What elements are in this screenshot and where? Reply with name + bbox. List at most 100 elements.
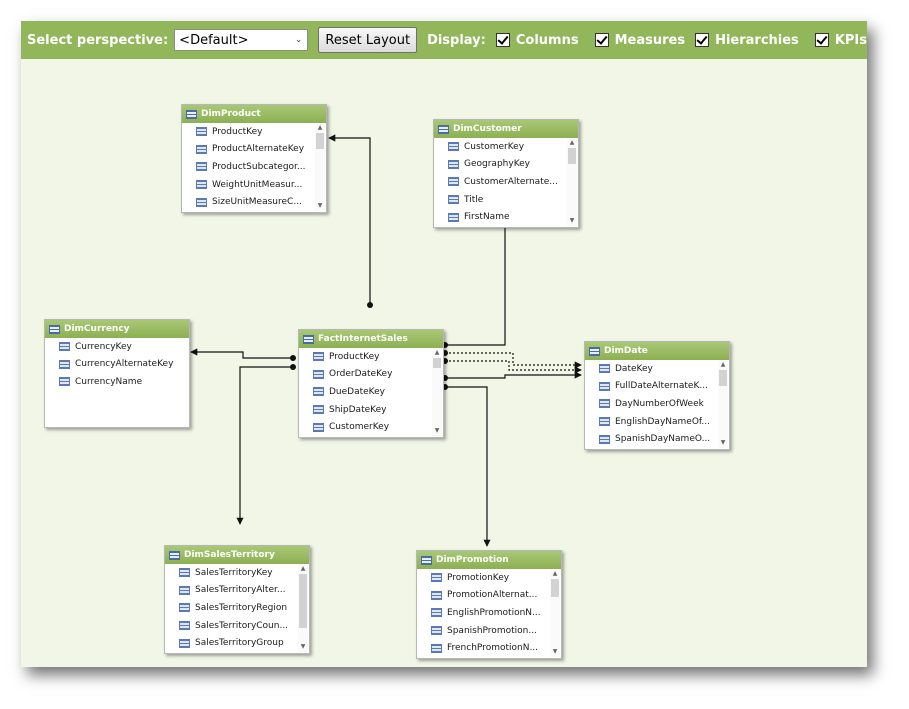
checkbox-label: Measures	[614, 32, 686, 48]
column-item[interactable]: SalesTerritoryGroup	[165, 634, 297, 652]
column-item[interactable]: ProductKey	[182, 123, 314, 141]
table-dimdate[interactable]: DimDate DateKey FullDateAlternateK... Da…	[584, 341, 730, 450]
table-header[interactable]: DimPromotion	[417, 551, 561, 569]
column-item[interactable]: FullDateAlternateK...	[585, 378, 717, 396]
table-dimcurrency[interactable]: DimCurrency CurrencyKey CurrencyAlternat…	[44, 319, 190, 428]
relationship-line[interactable]	[445, 386, 491, 547]
column-item[interactable]: DueDateKey	[299, 383, 431, 401]
column-item[interactable]: ProductAlternateKey	[182, 141, 314, 159]
table-header[interactable]: FactInternetSales	[299, 330, 443, 348]
column-item[interactable]: WeightUnitMeasur...	[182, 176, 314, 194]
column-item[interactable]: CustomerKey	[299, 418, 431, 436]
scroll-up-icon[interactable]: ▲	[552, 570, 558, 577]
table-header[interactable]: DimCustomer	[434, 120, 578, 138]
scroll-up-icon[interactable]: ▲	[569, 139, 575, 146]
scrollbar[interactable]: ▲▼	[718, 360, 728, 448]
table-dimpromotion[interactable]: DimPromotion PromotionKey PromotionAlter…	[416, 550, 562, 659]
scroll-up-icon[interactable]: ▲	[434, 349, 440, 356]
column-item[interactable]: FrenchPromotionN...	[417, 639, 549, 657]
column-icon	[599, 417, 610, 427]
column-item[interactable]: SalesTerritoryKey	[165, 564, 297, 582]
column-item[interactable]: CustomerKey	[434, 138, 566, 156]
relationship-line[interactable]	[190, 348, 293, 359]
table-icon	[438, 124, 449, 134]
table-factinternetsales[interactable]: FactInternetSales ProductKey OrderDateKe…	[298, 329, 444, 438]
scrollbar[interactable]: ▲▼	[432, 348, 442, 436]
scroll-down-icon[interactable]: ▼	[300, 643, 306, 650]
relationship-line[interactable]	[445, 203, 509, 346]
measures-checkbox[interactable]: Measures	[594, 32, 686, 48]
columns-checkbox[interactable]: Columns	[495, 33, 579, 48]
table-header[interactable]: DimSalesTerritory	[165, 546, 309, 564]
scroll-up-icon[interactable]: ▲	[720, 361, 726, 368]
relationship-line[interactable]	[236, 366, 293, 525]
column-item[interactable]: SizeUnitMeasureC...	[182, 193, 314, 211]
scroll-down-icon[interactable]: ▼	[552, 648, 558, 655]
scrollbar[interactable]: ▲▼	[567, 138, 577, 226]
scrollbar[interactable]: ▲▼	[315, 123, 325, 211]
relationship-line-inactive[interactable]	[445, 360, 582, 374]
column-item[interactable]: SalesTerritoryCoun...	[165, 617, 297, 635]
scroll-down-icon[interactable]: ▼	[569, 217, 575, 224]
column-icon	[179, 585, 190, 595]
scroll-thumb[interactable]	[719, 370, 727, 386]
column-item[interactable]: EnglishPromotionN...	[417, 604, 549, 622]
column-item[interactable]: PromotionKey	[417, 569, 549, 587]
scrollbar[interactable]: ▲▼	[550, 569, 560, 657]
column-icon	[179, 568, 190, 578]
column-name: FirstName	[464, 212, 510, 223]
relationship-endpoint	[367, 302, 373, 308]
scroll-down-icon[interactable]: ▼	[434, 427, 440, 434]
scroll-up-icon[interactable]: ▲	[300, 565, 306, 572]
column-icon	[431, 590, 442, 600]
column-item[interactable]: PromotionAlternat...	[417, 587, 549, 605]
hierarchies-checkbox[interactable]: Hierarchies	[695, 33, 799, 48]
column-item[interactable]: EnglishDayNameOf...	[585, 413, 717, 431]
table-dimsalesterritory[interactable]: DimSalesTerritory SalesTerritoryKey Sale…	[164, 545, 310, 654]
column-name: GeographyKey	[464, 159, 531, 170]
column-item[interactable]: CurrencyName	[45, 373, 189, 391]
column-icon	[448, 142, 459, 152]
column-name: PromotionAlternat...	[447, 590, 538, 601]
column-item[interactable]: SalesTerritoryAlter...	[165, 582, 297, 600]
column-item[interactable]: SpanishPromotion...	[417, 622, 549, 640]
column-item[interactable]: ProductKey	[299, 348, 431, 366]
scroll-thumb[interactable]	[551, 579, 559, 597]
column-item[interactable]: OrderDateKey	[299, 366, 431, 384]
column-icon	[59, 377, 70, 387]
table-header[interactable]: DimCurrency	[45, 320, 189, 338]
perspective-dropdown[interactable]: <Default> ⌄	[174, 29, 309, 51]
column-item[interactable]: CurrencyAlternateKey	[45, 356, 189, 374]
relationship-line[interactable]	[445, 371, 582, 379]
scroll-thumb[interactable]	[316, 133, 324, 149]
scroll-thumb[interactable]	[299, 574, 307, 628]
column-item[interactable]: CustomerAlternate...	[434, 173, 566, 191]
column-item[interactable]: ShipDateKey	[299, 401, 431, 419]
scroll-thumb[interactable]	[568, 148, 576, 164]
scroll-down-icon[interactable]: ▼	[720, 439, 726, 446]
table-header[interactable]: DimProduct	[182, 105, 326, 123]
relationship-line-inactive[interactable]	[445, 352, 582, 369]
table-dimcustomer[interactable]: DimCustomer CustomerKey GeographyKey Cus…	[433, 119, 579, 228]
column-item[interactable]: DayNumberOfWeek	[585, 395, 717, 413]
kpis-checkbox[interactable]: KPIs	[814, 33, 867, 48]
scroll-up-icon[interactable]: ▲	[317, 124, 323, 131]
column-item[interactable]: CurrencyKey	[45, 338, 189, 356]
reset-layout-button[interactable]: Reset Layout	[318, 27, 418, 53]
column-name: PromotionKey	[447, 572, 510, 583]
scrollbar[interactable]: ▲▼	[298, 564, 308, 652]
scroll-down-icon[interactable]: ▼	[317, 202, 323, 209]
column-item[interactable]: GeographyKey	[434, 156, 566, 174]
table-icon	[589, 346, 600, 356]
column-item[interactable]: SpanishDayNameO...	[585, 430, 717, 448]
table-header[interactable]: DimDate	[585, 342, 729, 360]
relationship-line[interactable]	[328, 134, 371, 305]
column-item[interactable]: DateKey	[585, 360, 717, 378]
scroll-thumb[interactable]	[433, 358, 441, 368]
table-dimproduct[interactable]: DimProduct ProductKey ProductAlternateKe…	[181, 104, 327, 213]
column-item[interactable]: ProductSubcategor...	[182, 158, 314, 176]
column-item[interactable]: FirstName	[434, 208, 566, 226]
column-item[interactable]: Title	[434, 191, 566, 209]
column-item[interactable]: SalesTerritoryRegion	[165, 599, 297, 617]
diagram-canvas[interactable]: DimProduct ProductKey ProductAlternateKe…	[21, 59, 867, 667]
